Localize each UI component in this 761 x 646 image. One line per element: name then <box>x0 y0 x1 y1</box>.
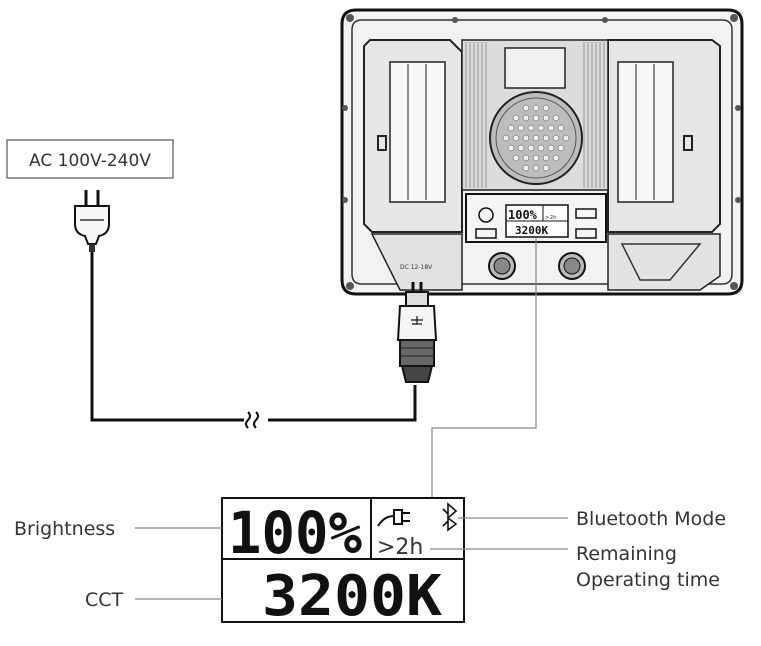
power-label-box <box>6 139 174 179</box>
callout-brightness: Brightness <box>14 518 115 540</box>
lcd-cct: 3200K <box>262 564 442 629</box>
mini-cct: 3200K <box>515 224 548 237</box>
power-plug-icon <box>74 190 110 252</box>
power-cable <box>90 252 244 422</box>
cable-break-icon <box>245 411 259 429</box>
bluetooth-icon <box>442 502 458 532</box>
power-cord-indicator-icon <box>377 509 410 527</box>
lcd-brightness: 100% <box>228 499 362 567</box>
light-panel-rear: 100% >2h 3200K DC 12-18V <box>340 8 744 296</box>
zoom-leader-line <box>431 238 537 498</box>
dc-input-label: DC 12-18V <box>400 264 433 271</box>
lcd-remaining-time: >2h <box>377 535 423 560</box>
power-label: AC 100V-240V <box>29 151 151 171</box>
callout-remaining-line2: Operating time <box>576 569 720 591</box>
callout-remaining-line1: Remaining <box>576 543 677 565</box>
dc-connector-icon <box>396 282 438 383</box>
callout-bluetooth: Bluetooth Mode <box>576 508 726 530</box>
callout-cct: CCT <box>85 589 124 611</box>
lcd-detail: 100% >2h 3200K <box>221 497 465 629</box>
mini-time: >2h <box>545 215 557 221</box>
knob-icon <box>488 252 586 280</box>
mini-brightness: 100% <box>508 208 538 222</box>
